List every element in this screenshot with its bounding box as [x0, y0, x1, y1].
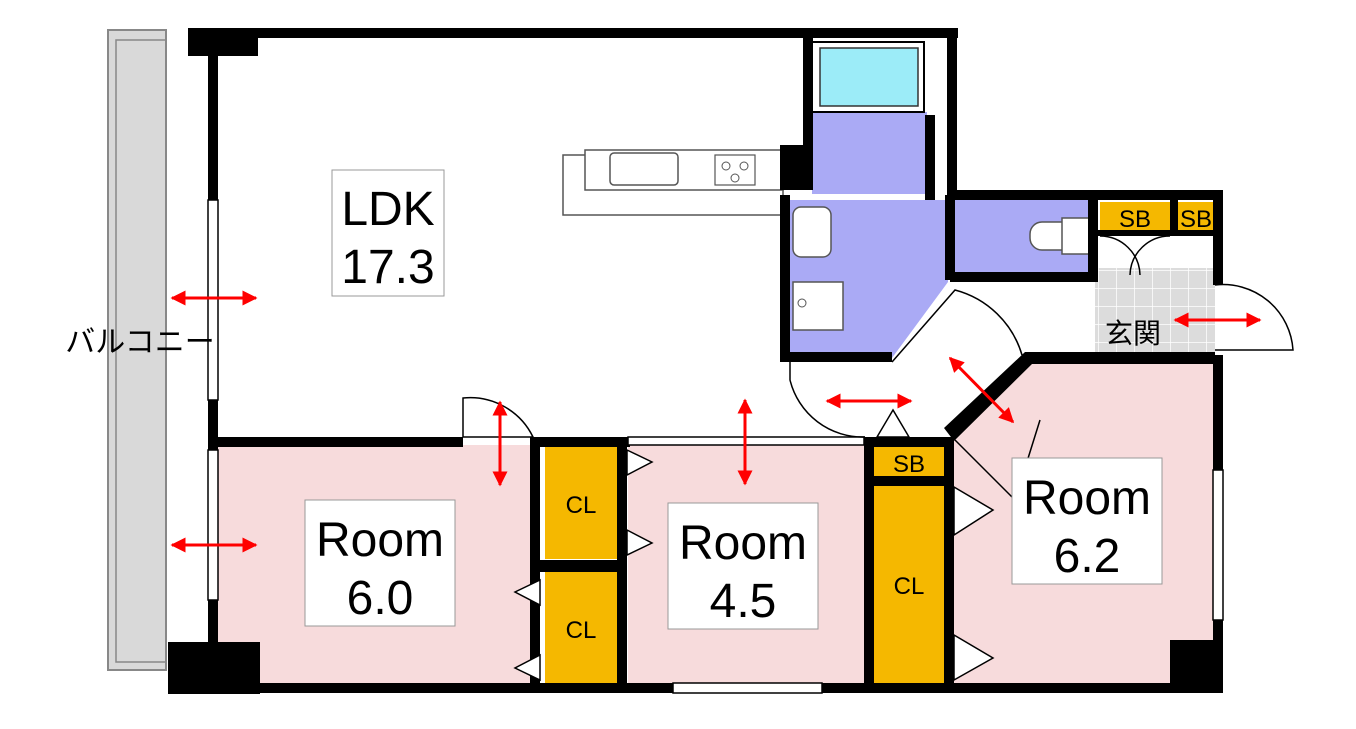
- washroom-floor: [812, 112, 927, 194]
- balcony-label: バルコニー: [65, 326, 214, 359]
- access-arrows: [170, 290, 1262, 553]
- shoe-box-label-1: SB: [1119, 206, 1151, 233]
- shoe-box-2: [1176, 202, 1216, 232]
- room-east-name: Room: [1023, 472, 1151, 525]
- washer-icon: [792, 281, 844, 331]
- shoe-box-3: [874, 447, 944, 477]
- room-mid-name: Room: [679, 517, 807, 570]
- stove-icon: [714, 154, 756, 186]
- shoe-box-label-3: SB: [893, 451, 925, 478]
- closet-label-1: CL: [566, 492, 597, 519]
- balcony: [107, 29, 167, 671]
- room-east-size: 6.2: [1054, 530, 1121, 583]
- room-west-size: 6.0: [347, 572, 414, 625]
- doors: [462, 235, 1294, 682]
- label-boxes: [304, 169, 1163, 630]
- closet-1: [545, 447, 617, 559]
- room-west-name: Room: [316, 514, 444, 567]
- entrance-label: 玄関: [1105, 318, 1161, 349]
- sink-icon: [609, 152, 679, 186]
- closet-label-2: CL: [566, 617, 597, 644]
- shoe-box-1: [1100, 202, 1170, 232]
- closet-2: [545, 572, 617, 684]
- wet-fixtures: [792, 206, 1091, 331]
- ldk-floor: [215, 36, 805, 438]
- closet-3: [874, 485, 944, 683]
- entrance-floor: [1095, 268, 1215, 356]
- room-mid-size: 4.5: [710, 575, 777, 628]
- closet-label-3: CL: [894, 573, 925, 600]
- washbasin-icon: [792, 206, 832, 258]
- bath-tub: [811, 41, 925, 113]
- ldk-size: 17.3: [341, 241, 434, 294]
- kitchen-counter: [562, 149, 784, 216]
- shoe-box-label-2: SB: [1180, 206, 1212, 233]
- ldk-name: LDK: [341, 183, 434, 236]
